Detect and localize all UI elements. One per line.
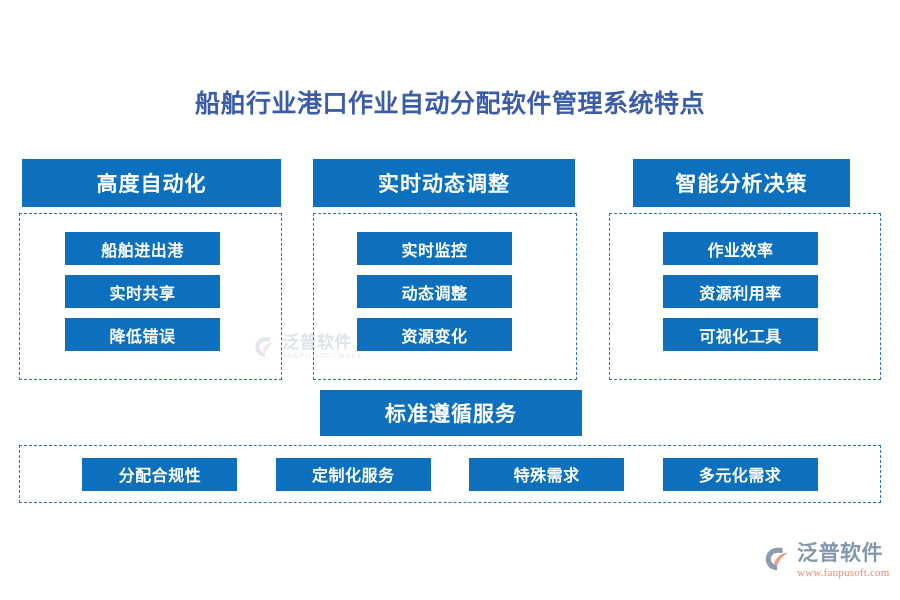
fanpu-logo-icon: [765, 547, 788, 571]
page-title: 船舶行业港口作业自动分配软件管理系统特点: [194, 90, 705, 118]
column-box-smart-analysis: [609, 213, 881, 380]
column-header-realtime-adjust: 实时动态调整: [313, 159, 575, 207]
list-item[interactable]: 船舶进出港: [65, 232, 220, 265]
bottom-row-box: [19, 445, 881, 503]
list-item[interactable]: 分配合规性: [82, 457, 238, 491]
list-item[interactable]: 资源变化: [357, 318, 512, 351]
column-items-automation: 船舶进出港 实时共享 降低错误: [65, 232, 220, 361]
bottom-row-items: 分配合规性 定制化服务 特殊需求 多元化需求: [19, 445, 881, 503]
column-items-realtime-adjust: 实时监控 动态调整 资源变化: [357, 232, 512, 361]
column-box-automation: [19, 213, 282, 380]
list-item[interactable]: 降低错误: [65, 318, 220, 351]
list-item[interactable]: 实时共享: [65, 275, 220, 308]
brand-logo-text: 泛普软件 www.fanpusoft.com: [797, 542, 890, 580]
list-item[interactable]: 实时监控: [357, 232, 512, 265]
list-item[interactable]: 作业效率: [663, 232, 818, 265]
column-box-realtime-adjust: [313, 213, 577, 380]
list-item[interactable]: 动态调整: [357, 275, 512, 308]
column-items-smart-analysis: 作业效率 资源利用率 可视化工具: [663, 232, 818, 361]
middle-banner-standard-service: 标准遵循服务: [320, 390, 582, 436]
list-item[interactable]: 可视化工具: [663, 318, 818, 351]
list-item[interactable]: 资源利用率: [663, 275, 818, 308]
brand-logo-url: www.fanpusoft.com: [797, 567, 890, 580]
list-item[interactable]: 特殊需求: [469, 457, 625, 491]
column-header-smart-analysis: 智能分析决策: [633, 159, 850, 207]
brand-logo-name: 泛普软件: [797, 542, 883, 565]
column-header-automation: 高度自动化: [22, 159, 281, 207]
list-item[interactable]: 定制化服务: [275, 457, 431, 491]
brand-logo: 泛普软件 www.fanpusoft.com: [762, 542, 892, 589]
list-item[interactable]: 多元化需求: [662, 457, 818, 491]
